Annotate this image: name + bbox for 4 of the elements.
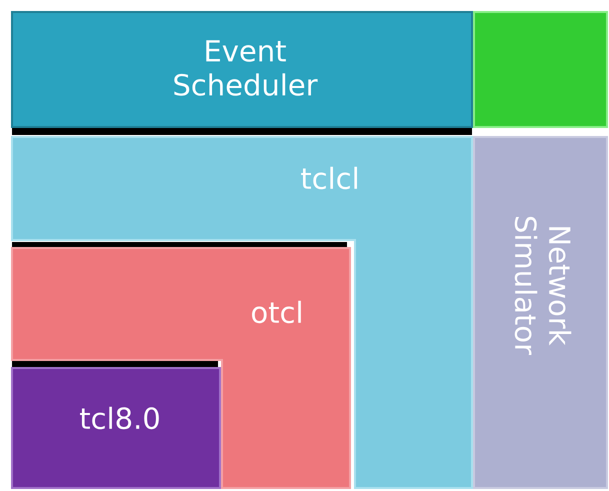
layer-box: Network Simulator — [473, 136, 608, 489]
process-box — [473, 11, 608, 128]
layer-box: tcl8.0 — [11, 361, 221, 489]
layer-box: Event Scheduler — [11, 11, 473, 135]
